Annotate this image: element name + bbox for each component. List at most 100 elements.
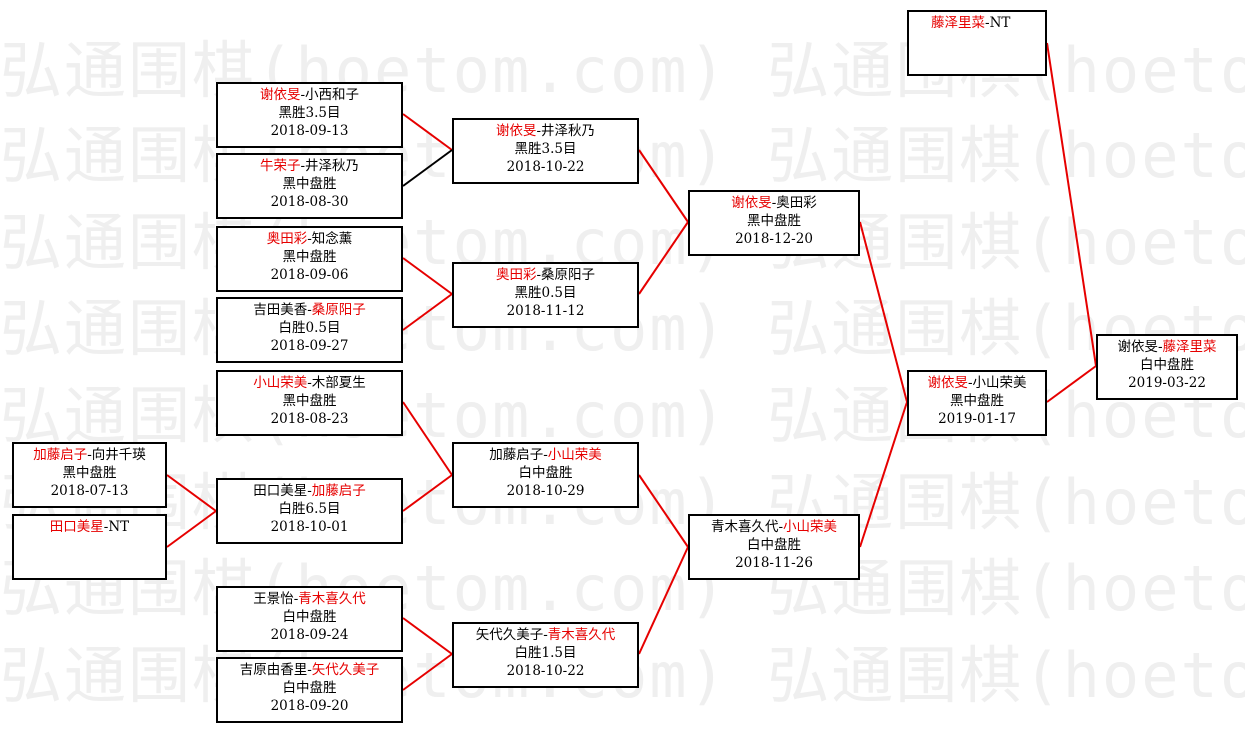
watermark-row: 弘通围棋(hoetom.com) 弘通围棋(hoetom.com) <box>0 552 1245 625</box>
match-date: 2018-11-26 <box>735 555 813 571</box>
connector-line <box>402 113 453 151</box>
match-date: 2019-01-17 <box>938 411 1016 427</box>
match-box[interactable]: 谢依旻-小西和子黑胜3.5目 2018-09-13 <box>216 82 403 148</box>
connector-line <box>402 653 453 691</box>
match-date: 2018-09-24 <box>270 627 349 643</box>
player-name: NT <box>989 15 1011 31</box>
player-name: 王景怡 <box>253 591 294 607</box>
player-separator: - <box>300 158 306 174</box>
player-name: 加藤启子 <box>489 447 544 463</box>
player-separator: - <box>103 519 109 535</box>
match-result: 白胜0.5目 <box>278 320 341 336</box>
match-box[interactable]: 藤泽里菜-NT <box>907 10 1047 76</box>
connector-line <box>638 149 689 223</box>
match-date: 2018-10-29 <box>506 483 585 499</box>
player-name: 小山荣美 <box>972 375 1027 391</box>
player-separator: - <box>307 302 312 318</box>
match-result: 黑中盘胜 <box>282 249 337 265</box>
match-players: 奥田彩-知念薰 <box>218 230 401 248</box>
match-date: 2018-07-13 <box>50 483 129 499</box>
connector-line <box>402 474 453 512</box>
match-date: 2018-09-13 <box>270 123 349 139</box>
player-name: 桑原阳子 <box>311 302 366 318</box>
player-separator: - <box>536 267 542 283</box>
player-name: 矢代久美子 <box>475 627 544 643</box>
player-name: 青木喜久代 <box>547 627 616 643</box>
player-name: 牛荣子 <box>259 158 301 174</box>
match-date: 2018-10-22 <box>506 663 585 679</box>
match-players: 田口美星-NT <box>14 518 165 536</box>
connector-line <box>638 221 689 295</box>
player-name: 田口美星 <box>253 483 308 499</box>
player-name: NT <box>108 519 130 535</box>
player-name: 小西和子 <box>305 87 360 103</box>
player-name: 青木喜久代 <box>710 519 779 535</box>
connector-line <box>166 474 217 512</box>
player-name: 吉田美香 <box>253 302 308 318</box>
match-result: 白中盘胜 <box>747 537 801 553</box>
player-name: 小山荣美 <box>253 375 308 391</box>
player-name: 矢代久美子 <box>311 662 380 678</box>
match-players: 藤泽里菜-NT <box>931 14 1045 32</box>
player-separator: - <box>543 447 548 463</box>
match-result: 黑胜3.5目 <box>278 105 341 121</box>
match-date: 2018-11-12 <box>506 303 585 319</box>
player-name: 谢依旻 <box>259 87 301 103</box>
player-name: 谢依旻 <box>495 123 537 139</box>
match-date: 2018-12-20 <box>735 231 813 247</box>
player-name: 谢依旻 <box>1117 339 1158 355</box>
player-name: 加藤启子 <box>33 447 88 463</box>
player-separator: - <box>307 231 312 247</box>
player-name: 井泽秋乃 <box>541 123 596 139</box>
player-separator: - <box>985 15 990 31</box>
match-date: 2018-09-06 <box>270 267 349 283</box>
match-box[interactable]: 奥田彩-桑原阳子黑胜0.5目 2018-11-12 <box>452 262 639 328</box>
player-separator: - <box>536 123 542 139</box>
player-separator: - <box>771 195 777 211</box>
player-separator: - <box>300 87 306 103</box>
connector-line <box>402 293 453 331</box>
match-players: 吉原由香里-矢代久美子 <box>218 661 401 679</box>
match-result: 白中盘胜 <box>1140 357 1194 373</box>
match-players: 奥田彩-桑原阳子 <box>454 266 637 284</box>
match-date: 2018-10-01 <box>270 519 349 535</box>
player-name: 田口美星 <box>49 519 104 535</box>
match-box[interactable]: 田口美星-NT <box>12 514 167 580</box>
player-separator: - <box>307 375 312 391</box>
connector-line <box>638 546 689 655</box>
player-name: 青木喜久代 <box>298 591 366 607</box>
match-result: 黑胜0.5目 <box>514 285 577 301</box>
connector-line <box>402 257 453 295</box>
connector-line <box>402 401 453 476</box>
match-result: 黑中盘胜 <box>950 393 1004 409</box>
match-players: 谢依旻-井泽秋乃 <box>454 122 637 140</box>
player-separator: - <box>1157 339 1163 355</box>
match-players: 牛荣子-井泽秋乃 <box>218 157 401 175</box>
player-name: 井泽秋乃 <box>305 158 360 174</box>
connector-line <box>402 617 453 655</box>
player-name: 奥田彩 <box>266 231 308 247</box>
player-separator: - <box>87 447 92 463</box>
player-name: 知念薰 <box>311 231 353 247</box>
match-result: 白胜6.5目 <box>278 501 341 517</box>
player-name: 奥田彩 <box>495 267 537 283</box>
match-result: 白中盘胜 <box>282 609 337 625</box>
player-name: 藤泽里菜 <box>1162 339 1217 355</box>
match-players: 小山荣美-木部夏生 <box>218 374 401 392</box>
